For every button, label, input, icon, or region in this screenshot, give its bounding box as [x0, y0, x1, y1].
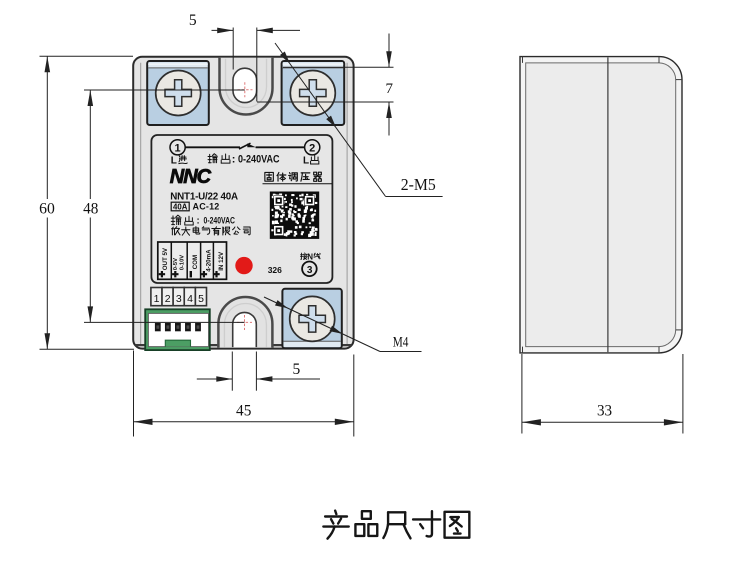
svg-text:2: 2	[309, 142, 315, 154]
svg-text:1: 1	[175, 142, 181, 154]
svg-text:4: 4	[187, 293, 193, 305]
svg-text:326: 326	[268, 265, 282, 275]
svg-text:0-5V: 0-5V	[173, 258, 179, 270]
svg-text:60: 60	[39, 200, 55, 217]
svg-text:M4: M4	[393, 335, 409, 351]
svg-text:0-240VAC: 0-240VAC	[204, 215, 236, 225]
svg-text:AC-12: AC-12	[193, 202, 220, 212]
svg-text:0-10V: 0-10V	[180, 255, 186, 271]
svg-text:NNC: NNC	[170, 166, 212, 188]
svg-text:45: 45	[236, 403, 252, 420]
svg-text:N: N	[307, 252, 313, 261]
svg-text:48: 48	[83, 200, 98, 217]
svg-text:L: L	[171, 156, 177, 167]
svg-text:IN 12V: IN 12V	[218, 251, 225, 271]
svg-text:33: 33	[597, 403, 612, 420]
svg-text:5: 5	[293, 361, 301, 378]
svg-text:5: 5	[189, 12, 197, 29]
svg-text:7: 7	[386, 81, 394, 97]
svg-text:3: 3	[176, 293, 182, 305]
svg-text:COM: COM	[192, 255, 199, 269]
svg-text:40A: 40A	[173, 202, 188, 211]
svg-text:0-240VAC: 0-240VAC	[238, 153, 280, 165]
svg-text:NNT1-U/22 40A: NNT1-U/22 40A	[170, 191, 238, 202]
svg-text:4-20mA: 4-20mA	[206, 249, 213, 272]
svg-text:OUT 5V: OUT 5V	[162, 247, 169, 270]
svg-text:2: 2	[165, 293, 171, 305]
svg-text:L: L	[303, 156, 309, 167]
svg-text::: :	[197, 215, 200, 226]
svg-text:1: 1	[154, 293, 160, 305]
svg-text:3: 3	[307, 265, 313, 276]
svg-text:5: 5	[198, 293, 204, 305]
svg-text::: :	[232, 153, 236, 165]
svg-text:2-M5: 2-M5	[401, 175, 436, 194]
